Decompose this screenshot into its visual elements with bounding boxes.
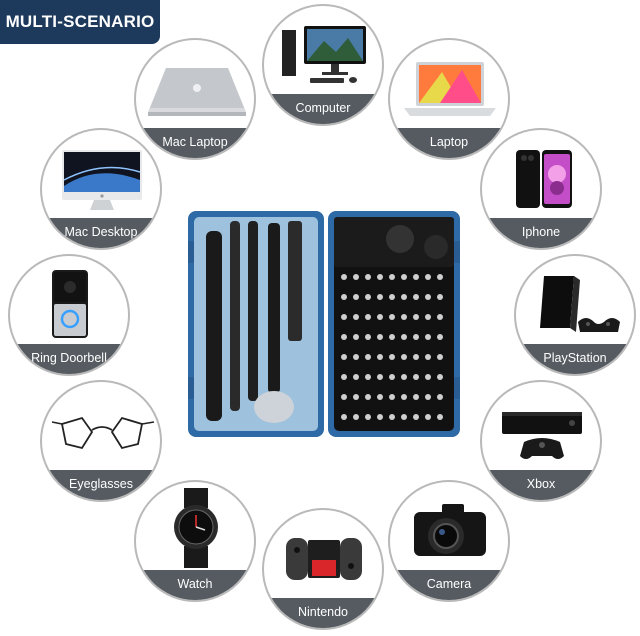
scenario-label: Iphone [482,218,600,248]
iphone-icon [516,150,572,208]
scenario-xbox: Xbox [480,380,602,502]
multi-scenario-badge: MULTI-SCENARIO [0,0,160,44]
scenario-label: Ring Doorbell [10,344,128,374]
scenario-label: PlayStation [516,344,634,374]
screwdriver-kit-image [186,207,462,439]
scenario-iphone: Iphone [480,128,602,250]
mac-laptop-icon [148,68,246,116]
scenario-mac-desktop: Mac Desktop [40,128,162,250]
scenario-label: Eyeglasses [42,470,160,500]
imac-icon [62,150,142,210]
scenario-label: Nintendo [264,598,382,628]
scenario-label: Mac Desktop [42,218,160,248]
scenario-watch: Watch [134,480,256,602]
nintendo-switch-icon [286,538,362,580]
scenario-label: Laptop [390,128,508,158]
xbox-icon [502,412,582,459]
screwdriver-kit-icon [186,211,462,437]
scenario-label: Camera [390,570,508,600]
scenario-label: Computer [264,94,382,124]
scenario-nintendo: Nintendo [262,508,384,630]
scenario-label: Mac Laptop [136,128,254,158]
laptop-icon [404,62,496,116]
eyeglasses-icon [51,416,155,450]
scenario-camera: Camera [388,480,510,602]
doorbell-icon [52,270,88,338]
scenario-mac-laptop: Mac Laptop [134,38,256,160]
scenario-computer: Computer [262,4,384,126]
scenario-label: Watch [136,570,254,600]
scenario-eyeglasses: Eyeglasses [40,380,162,502]
scenario-ring-doorbell: Ring Doorbell [8,254,130,376]
camera-icon [414,504,486,556]
scenario-laptop: Laptop [388,38,510,160]
scenario-playstation: PlayStation [514,254,636,376]
desktop-computer-icon [282,26,366,83]
smartwatch-icon [174,488,218,568]
scenario-label: Xbox [482,470,600,500]
playstation-icon [540,276,620,332]
